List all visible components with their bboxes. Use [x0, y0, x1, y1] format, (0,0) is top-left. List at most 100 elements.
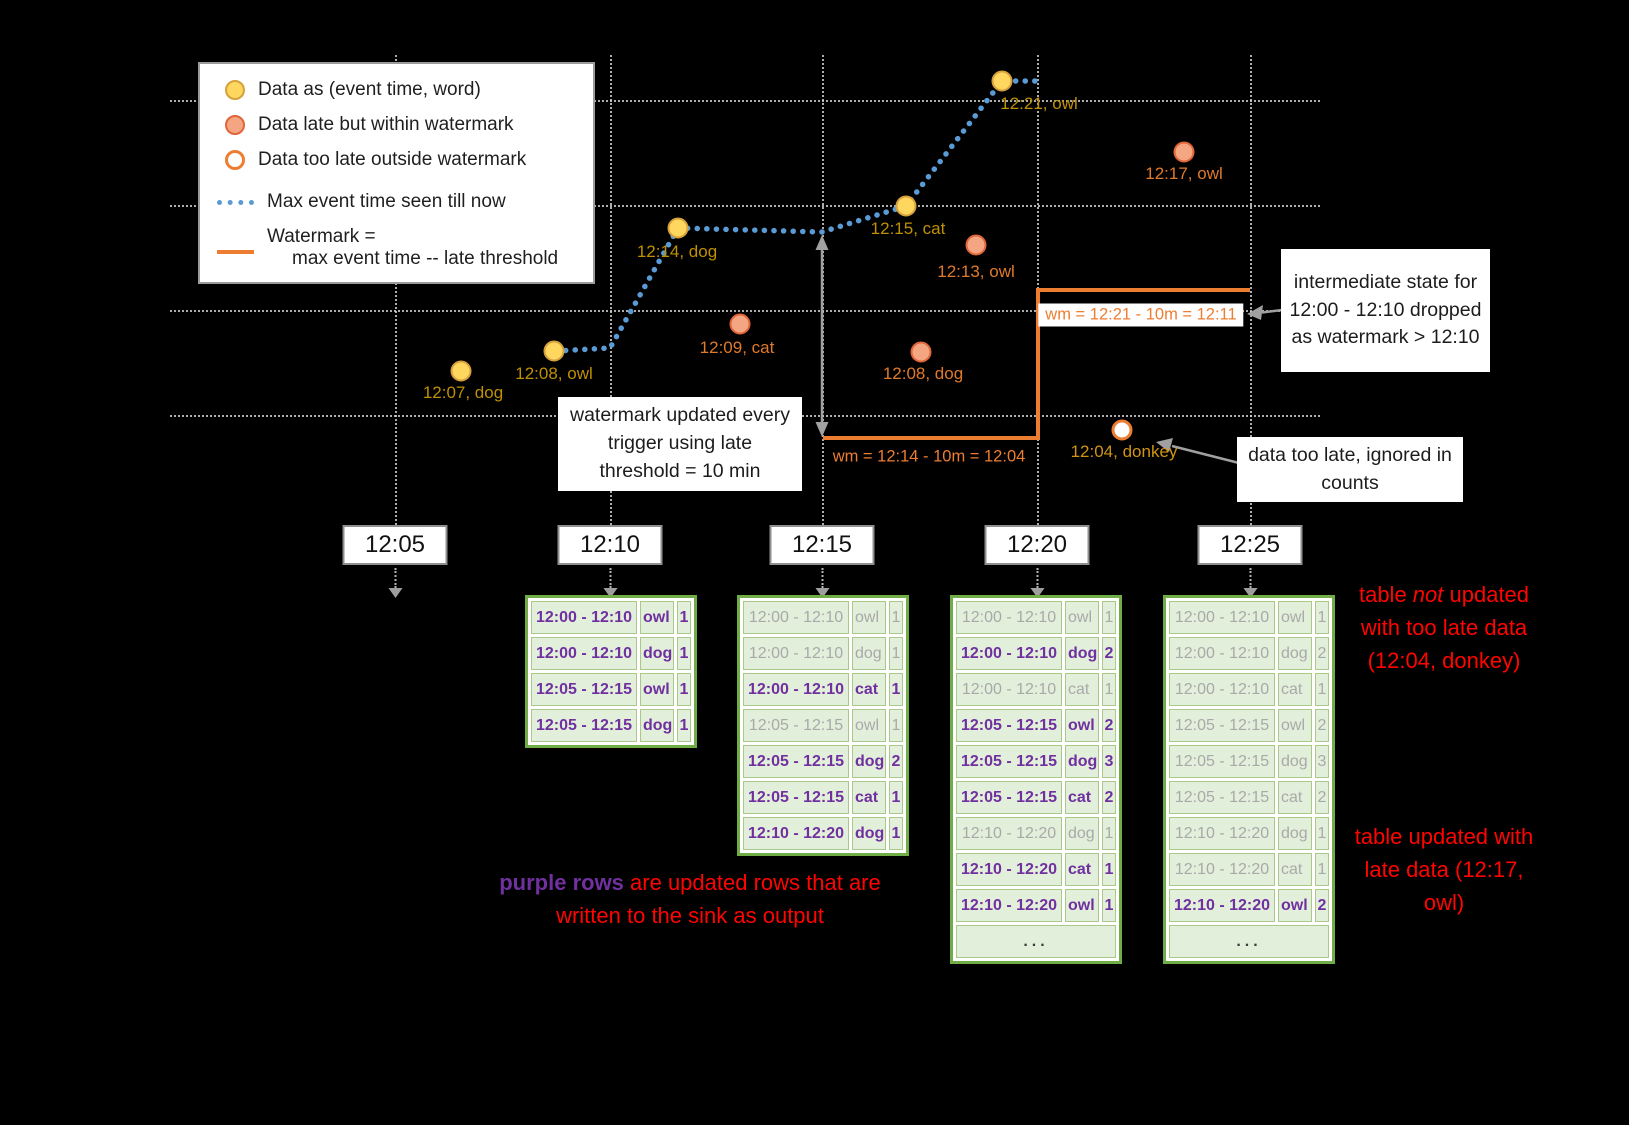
word-cell: owl — [640, 601, 674, 634]
word-cell: cat — [1065, 673, 1099, 706]
window-cell: 12:10 - 12:20 — [743, 817, 849, 850]
word-cell: cat — [1278, 853, 1312, 886]
legend-label-cont: max event time -- late threshold — [292, 248, 559, 269]
table-row: 12:05 - 12:15 dog 3 — [1169, 745, 1329, 778]
data-point-label: 12:13, owl — [937, 262, 1015, 281]
time-label-box: 12:25 — [1197, 525, 1303, 565]
count-cell: 2 — [1315, 781, 1329, 814]
legend-item-watermark-line: Watermark = max event time -- late thres… — [216, 226, 583, 270]
table-row: ... — [956, 925, 1116, 958]
legend-label: Data too late outside watermark — [258, 149, 527, 170]
data-point — [895, 195, 917, 217]
window-cell: 12:10 - 12:20 — [1169, 889, 1275, 922]
count-cell: 1 — [677, 709, 691, 742]
result-table-12-25: 12:00 - 12:10 owl 1 12:00 - 12:10 dog 2 … — [1163, 595, 1335, 964]
word-cell: cat — [852, 781, 886, 814]
legend-item-ontime: Data as (event time, word) — [216, 79, 583, 101]
time-axis-column: 12:05 — [342, 525, 448, 598]
table-row: 12:00 - 12:10 owl 1 — [1169, 601, 1329, 634]
word-cell: cat — [1278, 781, 1312, 814]
count-cell: 1 — [1102, 853, 1116, 886]
table-row: 12:05 - 12:15 cat 2 — [956, 781, 1116, 814]
data-point-label: 12:17, owl — [1145, 164, 1223, 183]
count-cell: 2 — [889, 745, 903, 778]
word-cell: dog — [1278, 817, 1312, 850]
count-cell: 2 — [1315, 637, 1329, 670]
count-cell: 1 — [1102, 673, 1116, 706]
count-cell: 1 — [889, 601, 903, 634]
word-cell: dog — [1065, 745, 1099, 778]
late-point-icon — [225, 115, 245, 135]
down-arrow-icon — [603, 588, 617, 598]
window-cell: 12:00 - 12:10 — [743, 673, 849, 706]
count-cell: 2 — [1102, 781, 1116, 814]
window-cell: 12:10 - 12:20 — [1169, 817, 1275, 850]
word-cell: dog — [640, 637, 674, 670]
data-point — [543, 340, 565, 362]
data-point — [910, 341, 932, 363]
window-cell: 12:00 - 12:10 — [1169, 601, 1275, 634]
table-row: 12:10 - 12:20 cat 1 — [1169, 853, 1329, 886]
window-cell: 12:10 - 12:20 — [956, 853, 1062, 886]
data-point-label: 12:09, cat — [699, 338, 775, 357]
word-cell: dog — [852, 817, 886, 850]
data-point-label: 12:04, donkey — [1070, 442, 1178, 461]
table-row: 12:00 - 12:10 dog 2 — [1169, 637, 1329, 670]
dotted-line-icon — [217, 199, 254, 205]
window-cell: 12:05 - 12:15 — [531, 673, 637, 706]
table-row: 12:10 - 12:20 dog 1 — [1169, 817, 1329, 850]
window-cell: 12:05 - 12:15 — [1169, 781, 1275, 814]
data-point — [1173, 141, 1195, 163]
window-cell: ... — [956, 925, 1116, 958]
window-cell: 12:00 - 12:10 — [743, 637, 849, 670]
count-cell: 1 — [1102, 817, 1116, 850]
word-cell: owl — [852, 709, 886, 742]
time-axis-column: 12:15 — [769, 525, 875, 598]
ontime-point-icon — [225, 80, 245, 100]
data-point-label: 12:15, cat — [870, 219, 946, 238]
count-cell: 1 — [677, 673, 691, 706]
down-arrow-icon — [388, 588, 402, 598]
table-row: 12:00 - 12:10 owl 1 — [956, 601, 1116, 634]
table-row: 12:05 - 12:15 owl 1 — [743, 709, 903, 742]
legend-label: Data as (event time, word) — [258, 79, 481, 100]
window-cell: 12:00 - 12:10 — [531, 601, 637, 634]
count-cell: 2 — [1102, 709, 1116, 742]
word-cell: owl — [852, 601, 886, 634]
window-cell: 12:05 - 12:15 — [743, 709, 849, 742]
word-cell: owl — [1065, 601, 1099, 634]
table-row: 12:05 - 12:15 dog 1 — [531, 709, 691, 742]
word-cell: cat — [1065, 781, 1099, 814]
table-row: 12:00 - 12:10 cat 1 — [743, 673, 903, 706]
down-arrow-icon — [815, 588, 829, 598]
window-cell: 12:00 - 12:10 — [743, 601, 849, 634]
window-cell: 12:10 - 12:20 — [956, 817, 1062, 850]
legend-label: Max event time seen till now — [267, 191, 506, 212]
note-text: table — [1358, 582, 1413, 607]
table-row: 12:00 - 12:10 dog 1 — [743, 637, 903, 670]
word-cell: owl — [1278, 709, 1312, 742]
word-cell: dog — [852, 637, 886, 670]
note-text: are updated rows that are written to the… — [556, 870, 881, 928]
legend-item-max-event-line: Max event time seen till now — [216, 191, 583, 213]
table-row: 12:00 - 12:10 owl 1 — [743, 601, 903, 634]
data-point — [729, 313, 751, 335]
count-cell: 3 — [1102, 745, 1116, 778]
word-cell: dog — [1278, 745, 1312, 778]
down-arrow-icon — [1030, 588, 1044, 598]
down-arrow-icon — [1243, 588, 1257, 598]
window-cell: 12:00 - 12:10 — [531, 637, 637, 670]
time-label-box: 12:05 — [342, 525, 448, 565]
legend-item-toolate: Data too late outside watermark — [216, 149, 583, 171]
window-cell: 12:05 - 12:15 — [1169, 709, 1275, 742]
count-cell: 3 — [1315, 745, 1329, 778]
callout-text: data too late, ignored in counts — [1248, 443, 1452, 494]
word-cell: dog — [852, 745, 886, 778]
time-axis-column: 12:20 — [984, 525, 1090, 598]
toolate-point-icon — [225, 150, 245, 170]
count-cell: 2 — [1315, 889, 1329, 922]
result-table-12-20: 12:00 - 12:10 owl 1 12:00 - 12:10 dog 2 … — [950, 595, 1122, 964]
data-point-label: 12:08, owl — [515, 364, 593, 383]
count-cell: 1 — [1102, 601, 1116, 634]
